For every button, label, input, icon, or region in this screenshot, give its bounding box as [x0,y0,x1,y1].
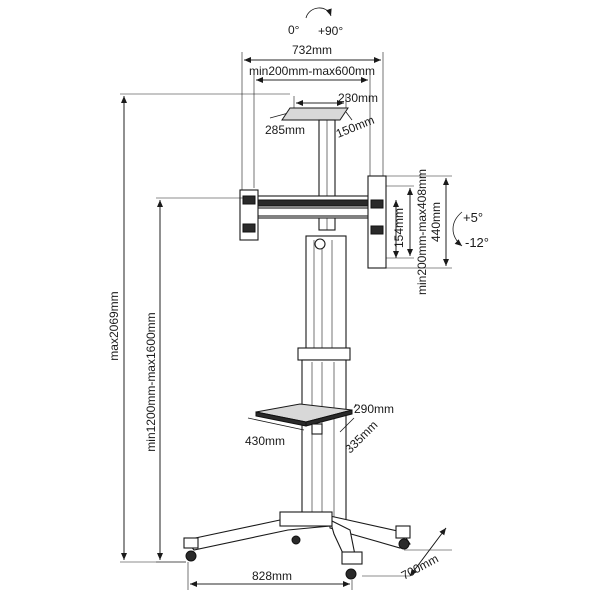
equipment-shelf [255,403,353,435]
vertical-range-label: min200mm-max408mm [415,169,429,295]
bracket-outer-label: 440mm [429,202,443,242]
bracket-inner-label: 154mm [392,208,406,248]
base-width-dimension: 828mm [187,562,353,590]
tilt-down-label: -12° [465,235,489,250]
shelf-length-label: 430mm [245,434,285,448]
mount-range-label: min200mm-max600mm [249,64,375,78]
rotation-start-label: 0° [288,23,300,37]
caster-rear-right [395,525,411,550]
top-plate-width-dimension: 230mm [293,91,378,110]
caster-rear-left [291,535,301,545]
shelf-width-label: 290mm [354,402,394,416]
bracket-inner-dimension: 154mm [392,200,406,258]
rotation-arrow-icon [305,7,332,19]
tilt-arrow-icon [452,211,463,247]
mount-range-dimension: min200mm-max600mm [249,64,375,188]
base-width-label: 828mm [252,569,292,583]
caster-front-right [341,551,363,580]
mount-height-range-label: min1200mm-max1600mm [144,312,158,451]
main-column [297,235,351,521]
shelf-length-dimension: 430mm [245,417,305,448]
tilt-up-label: +5° [463,210,483,225]
mount-width-dimension: 732mm [241,43,384,190]
tilt-indicator: +5° -12° [452,210,489,250]
left-bracket [239,189,259,241]
rotation-indicator: 0° +90° [288,7,343,38]
rotation-end-label: +90° [318,24,343,38]
total-height-dimension: max2069mm [107,93,290,563]
right-bracket [367,175,387,269]
base-depth-label: 700mm [399,552,441,583]
vesa-top-plate [281,107,349,121]
mount-height-range-dimension: min1200mm-max1600mm [144,197,244,563]
mount-width-label: 732mm [292,43,332,57]
caster-front-left [183,537,199,562]
vertical-range-dimension: min200mm-max408mm [386,169,429,295]
mount-crossbar [249,195,377,219]
total-height-label: max2069mm [107,291,121,360]
bracket-outer-dimension: 440mm [386,175,452,269]
top-plate-width-label: 230mm [338,91,378,105]
shelf-width-dimension: 290mm [353,402,394,416]
top-plate-depth-label: 285mm [265,123,305,137]
